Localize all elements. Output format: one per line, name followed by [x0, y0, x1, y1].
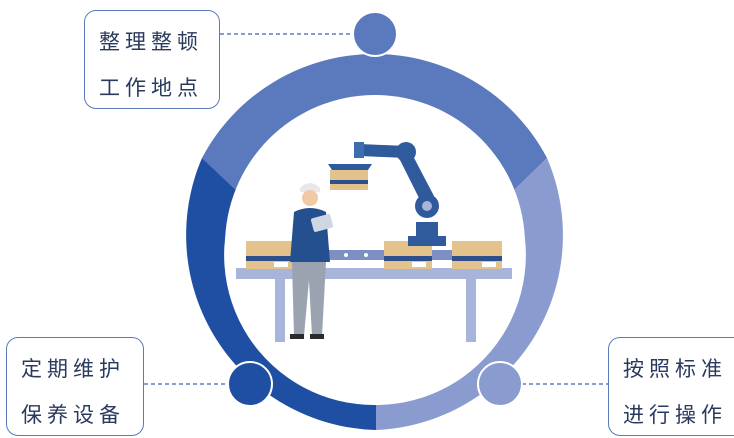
node-top [352, 11, 398, 57]
factory-illustration [236, 142, 512, 342]
conveyor-belt [236, 268, 512, 279]
conveyor-leg-right [466, 278, 476, 342]
callout-line-2: 保养设备 [21, 403, 125, 427]
callout-line-2: 进行操作 [623, 403, 727, 427]
box-left [246, 241, 294, 269]
robot-arm [328, 142, 446, 246]
callout-maintain-equipment: 定期维护 保养设备 [6, 337, 144, 436]
callout-line-1: 定期维护 [21, 357, 125, 381]
ring-segment-right [376, 158, 563, 430]
callout-organize-workplace: 整理整顿 工作地点 [84, 10, 220, 109]
box-held-by-robot [330, 170, 368, 190]
ring-segment-top [202, 53, 547, 193]
callout-standard-operation: 按照标准 进行操作 [608, 337, 734, 436]
callout-line-2: 工作地点 [99, 76, 203, 100]
ring-segment-left [186, 158, 376, 430]
conveyor-rollers [296, 250, 456, 260]
callout-line-1: 按照标准 [623, 357, 727, 381]
node-bottom-right [477, 361, 523, 407]
worker-figure [290, 183, 334, 339]
conveyor-leg-left [275, 278, 285, 342]
box-right [452, 241, 502, 269]
node-bottom-left [227, 361, 273, 407]
callout-line-1: 整理整顿 [99, 30, 203, 54]
